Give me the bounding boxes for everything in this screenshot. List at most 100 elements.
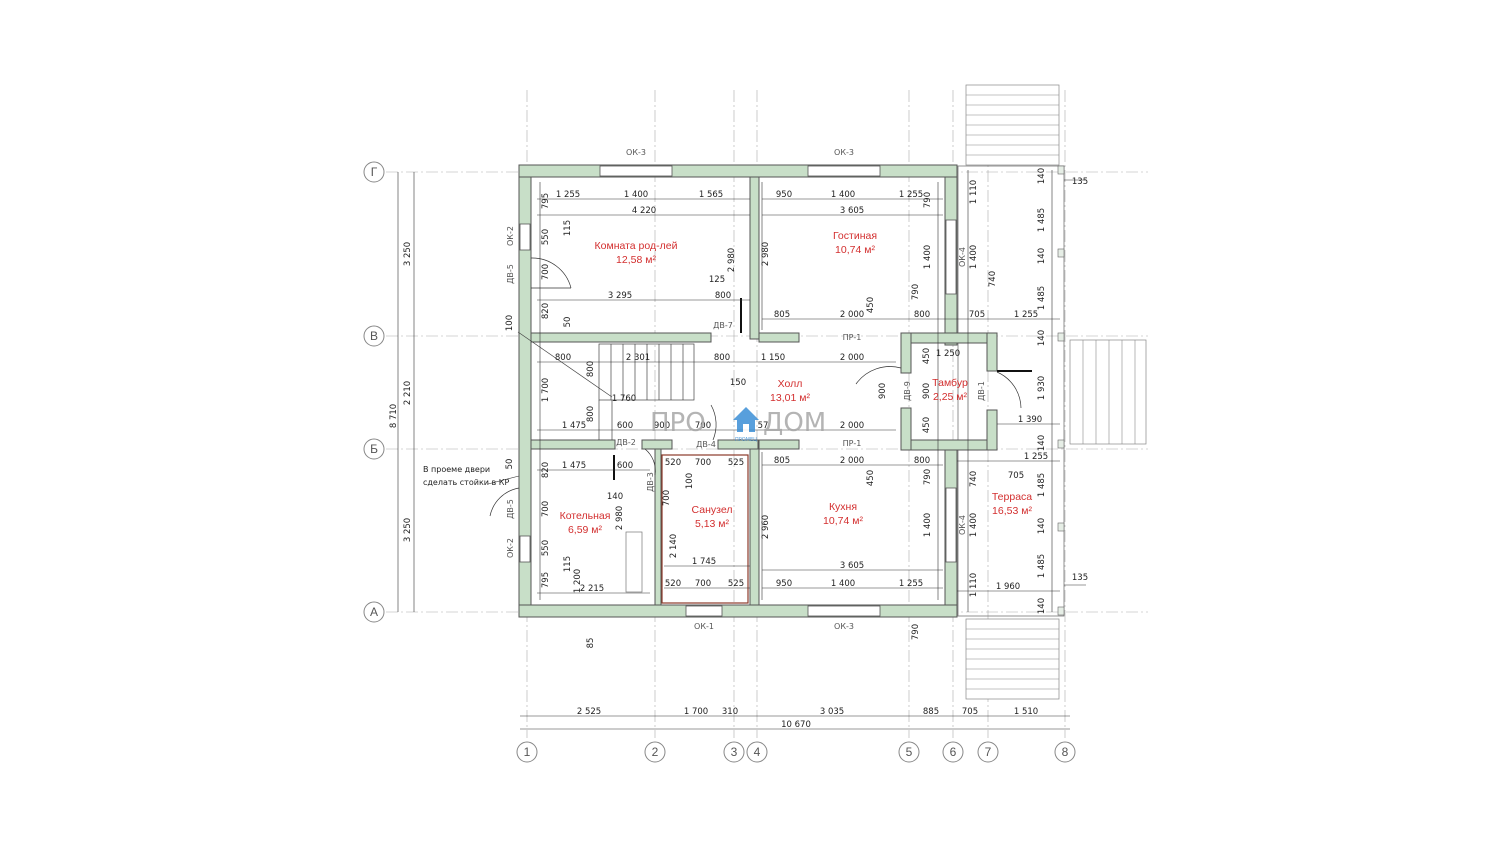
room-name: Комната род-лей xyxy=(595,240,678,252)
dimension-label: 1 400 xyxy=(923,245,933,269)
dimension-label: 1 390 xyxy=(1018,415,1042,425)
axis-marker-2: 2 xyxy=(644,741,666,763)
dimension-label: 140 xyxy=(1037,330,1047,346)
bathroom-boiler-fixtures xyxy=(625,454,749,604)
axis-label: В xyxy=(370,329,378,343)
dimension-label: 600 xyxy=(617,421,633,431)
dimension-label: 2 525 xyxy=(577,707,601,717)
dimension-label: 900 xyxy=(878,383,888,399)
room-name: Кухня xyxy=(829,501,857,513)
dimension-label: 140 xyxy=(1037,518,1047,534)
room-label: Санузел 5,13 м² xyxy=(692,504,733,530)
opening-mark: ДВ-2 xyxy=(616,438,636,447)
note-line-2: сделать стойки в КР xyxy=(423,478,509,487)
dimension-label: 705 xyxy=(962,707,978,717)
windows xyxy=(519,165,957,617)
axis-marker-Б: Б xyxy=(363,438,385,460)
dimension-label: 1 250 xyxy=(936,349,960,359)
dimension-label: 820 xyxy=(541,303,551,319)
axis-label: 5 xyxy=(906,745,913,759)
opening-mark: ОК-4 xyxy=(958,247,967,267)
axis-label: Г xyxy=(371,165,378,179)
axis-label: Б xyxy=(370,442,378,456)
dimension-label: 800 xyxy=(914,456,930,466)
room-area: 2,25 м² xyxy=(933,391,968,403)
dimension-label: 1 565 xyxy=(699,190,723,200)
dimension-label: 790 xyxy=(923,469,933,485)
dimension-label: 85 xyxy=(586,638,596,649)
axis-marker-6: 6 xyxy=(942,741,964,763)
opening-mark: ДВ-4 xyxy=(696,440,716,449)
dimension-label: 1 255 xyxy=(899,190,923,200)
axis-marker-7: 7 xyxy=(977,741,999,763)
logo-text-right: ДОМ xyxy=(763,408,826,438)
opening-mark: ПР-1 xyxy=(843,333,862,342)
dimension-label: 790 xyxy=(911,624,921,640)
dimension-label: 1 960 xyxy=(996,582,1020,592)
dimension-label: 2 980 xyxy=(761,242,771,266)
axis-label: 8 xyxy=(1062,745,1069,759)
dimension-label: 1 400 xyxy=(923,513,933,537)
dimension-label: 1 110 xyxy=(969,573,979,597)
dimension-label: 140 xyxy=(1037,248,1047,264)
opening-mark: ОК-3 xyxy=(834,622,854,631)
room-label: Терраса 16,53 м² xyxy=(992,491,1033,517)
axis-label: А xyxy=(370,605,378,619)
opening-mark: ДВ-5 xyxy=(506,264,515,284)
dimension-label: 700 xyxy=(695,421,711,431)
room-name: Санузел xyxy=(692,504,733,516)
axis-label: 2 xyxy=(652,745,659,759)
dimension-label: 800 xyxy=(714,353,730,363)
dimension-label: 1 930 xyxy=(1037,376,1047,400)
opening-mark: ОК-2 xyxy=(506,226,515,246)
dimension-label: 790 xyxy=(911,284,921,300)
dimension-label: 135 xyxy=(1072,177,1088,187)
room-area: 10,74 м² xyxy=(835,244,875,256)
dimension-label: 150 xyxy=(730,378,746,388)
axis-marker-5: 5 xyxy=(898,741,920,763)
dimension-label: 2 000 xyxy=(840,421,864,431)
dimension-label: 3 605 xyxy=(840,561,864,571)
dimension-label: 1 485 xyxy=(1037,473,1047,497)
dimension-label: 2 000 xyxy=(840,353,864,363)
dimension-label: 3 605 xyxy=(840,206,864,216)
opening-mark: ОК-4 xyxy=(958,515,967,535)
dimension-label: 700 xyxy=(662,490,672,506)
room-area: 16,53 м² xyxy=(992,505,1032,517)
dimension-label: 4 220 xyxy=(632,206,656,216)
axis-marker-3: 3 xyxy=(723,741,745,763)
room-area: 5,13 м² xyxy=(695,518,730,530)
axis-marker-В: В xyxy=(363,325,385,347)
dimension-label: 2 301 xyxy=(626,353,650,363)
dimension-label: 1 400 xyxy=(969,245,979,269)
dimension-label: 140 xyxy=(1037,435,1047,451)
dimension-label: 450 xyxy=(922,348,932,364)
dimension-label: 1 255 xyxy=(1024,452,1048,462)
logo-text-left: ПРО xyxy=(650,408,706,438)
axis-label: 6 xyxy=(950,745,957,759)
dimension-label: 2 215 xyxy=(580,584,604,594)
dimension-label: 820 xyxy=(541,462,551,478)
dimension-label: 3 250 xyxy=(403,518,413,542)
opening-mark: ПР-1 xyxy=(843,439,862,448)
dimension-label: 800 xyxy=(586,406,596,422)
dimension-label: 705 xyxy=(1008,471,1024,481)
dimension-label: 1 745 xyxy=(692,557,716,567)
dimension-label: 1 760 xyxy=(612,394,636,404)
dimension-label: 700 xyxy=(541,264,551,280)
logo-subtext: ПРОМЕЦ xyxy=(735,437,757,443)
room-name: Холл xyxy=(778,378,803,390)
dimension-label: 950 xyxy=(776,190,792,200)
dimension-label: 525 xyxy=(728,458,744,468)
opening-mark: ДВ-9 xyxy=(903,381,912,401)
dimension-label: 1 400 xyxy=(831,579,855,589)
dimension-label: 100 xyxy=(685,473,695,489)
dimension-label: 2 000 xyxy=(840,456,864,466)
room-name: Терраса xyxy=(992,491,1032,503)
